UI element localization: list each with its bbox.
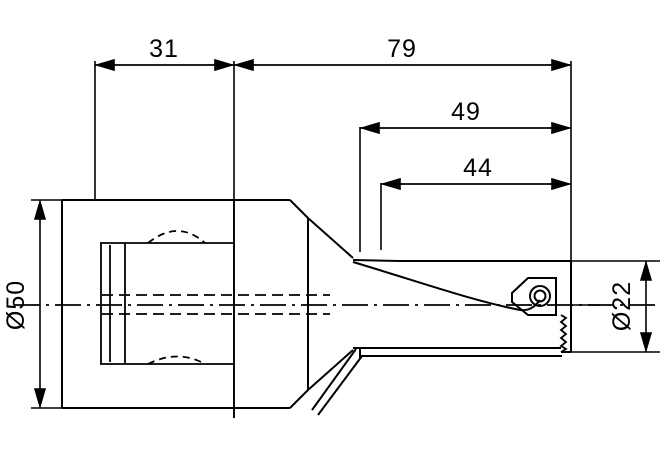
chip-relief-diagonal-inner [317,355,363,416]
dimension-lines-horizontal [95,64,571,185]
hidden-coolant-bore [102,294,330,315]
insert-screw-head [533,289,547,303]
cutting-insert-assembly [511,277,557,316]
tool-neck-lower [307,347,562,416]
neck-top-flat [352,259,401,262]
arrowhead-d22-bottom [639,332,653,351]
body-chamfer-bottom [289,389,309,409]
arrowhead-31-left [96,58,115,72]
dimension-diameter-50 [31,199,95,409]
arrowhead-d50-top [33,201,47,220]
cutting-tip-end-face [559,260,600,353]
hidden-arc-bottom [147,355,206,365]
dimension-diameter-22 [571,260,660,353]
arrowhead-d22-top [639,262,653,281]
arrowhead-49-right [551,121,570,135]
blade-flute-curve [352,261,521,311]
arrowhead-79-left [235,58,254,72]
arrowhead-49-left [361,121,380,135]
dim-label-49: 49 [451,98,481,126]
insert-screw-hole [529,285,551,307]
tip-relief-serration [559,314,568,353]
arrowhead-44-right [551,177,570,191]
hidden-arc-features [147,230,206,365]
shank-groove-features [100,200,235,418]
arrowhead-44-left [382,177,401,191]
tool-neck-upper [307,217,560,262]
dim-label-44: 44 [463,154,493,182]
neck-taper-bottom [307,349,354,391]
arrowhead-79-right [551,58,570,72]
chip-relief-diagonal-outer [311,348,357,411]
dim-label-diameter-22: Ø22 [608,281,636,331]
arrowheads [96,58,570,191]
dim-label-31: 31 [149,35,179,63]
arrowhead-d50-bottom [33,388,47,407]
arrowhead-31-right [214,58,233,72]
tool-body-outline [61,199,309,409]
cutting-insert-outline [511,277,557,316]
neck-taper-top [307,217,354,259]
dim-label-79: 79 [387,35,417,63]
dim-label-diameter-50: Ø50 [2,280,30,330]
hidden-arc-top [147,230,206,244]
body-chamfer-top [289,199,309,219]
